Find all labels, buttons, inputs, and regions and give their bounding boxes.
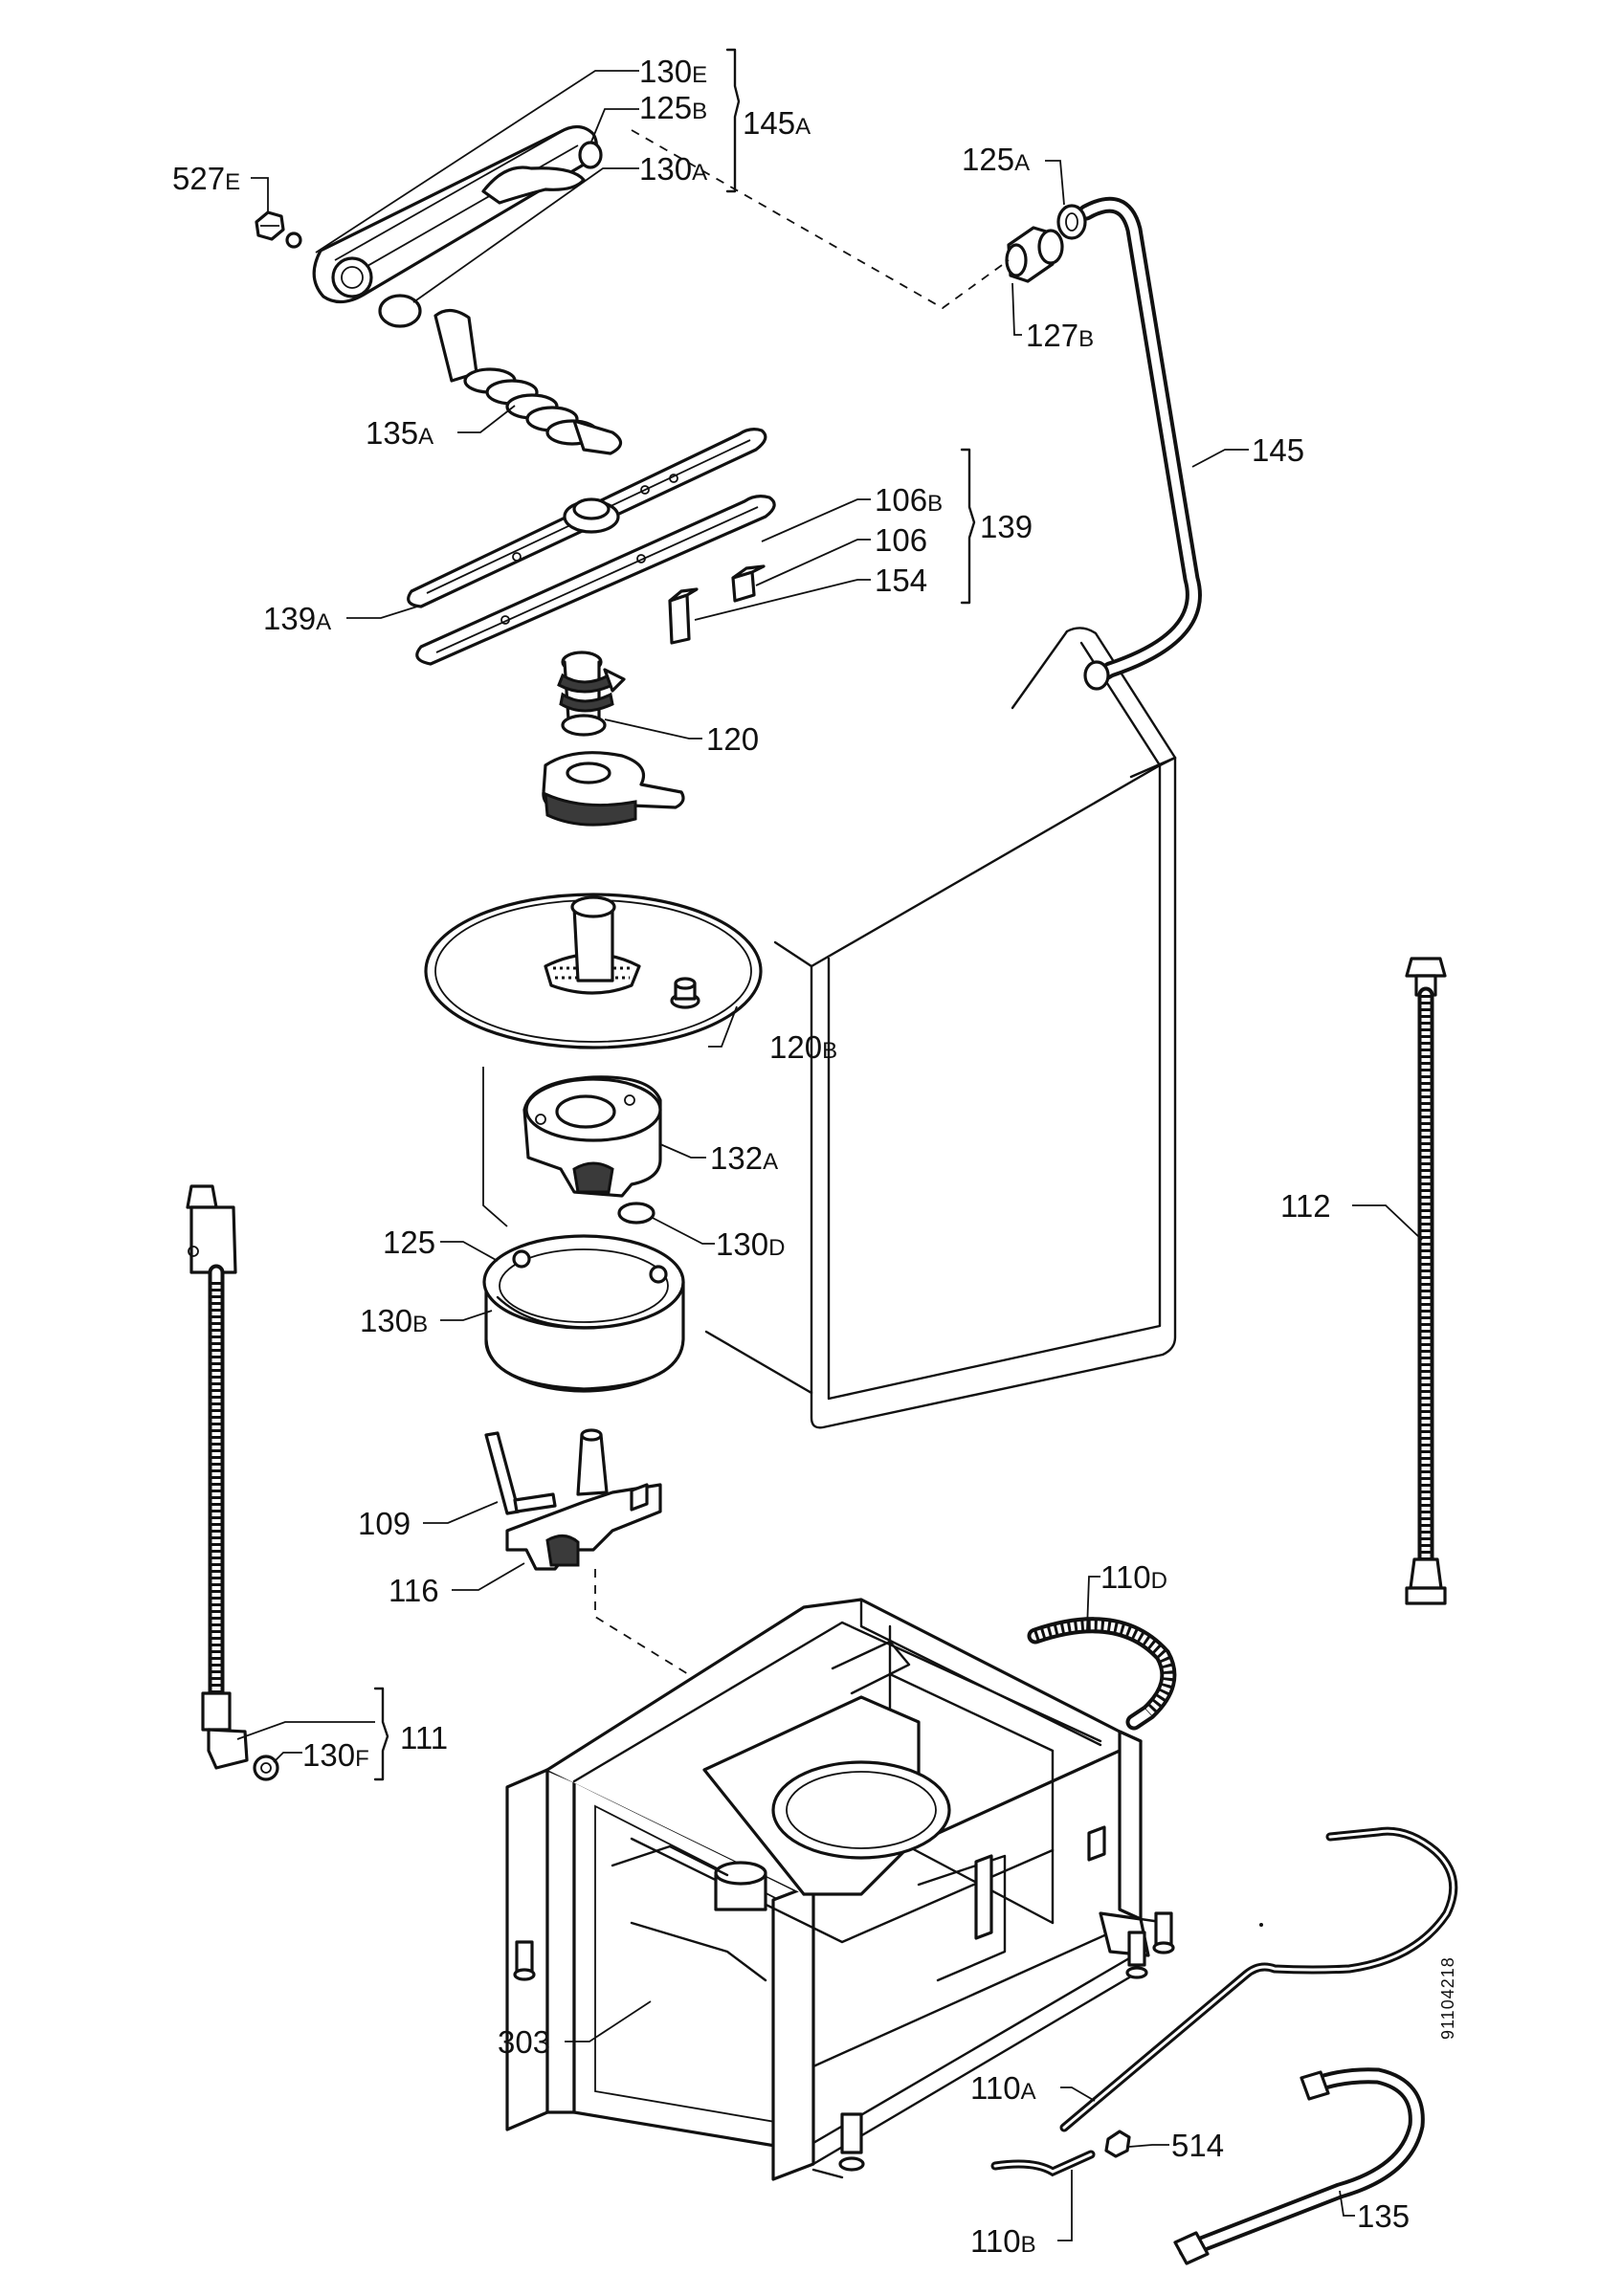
label-303: 303 — [498, 2024, 551, 2060]
label-130E: 130E — [639, 54, 708, 89]
label-127B: 127B — [1026, 318, 1095, 353]
label-125: 125 — [383, 1225, 436, 1260]
bracket-139 — [960, 448, 976, 605]
label-130F: 130F — [302, 1737, 369, 1773]
ring-130D — [617, 1202, 655, 1225]
label-135A: 135A — [366, 415, 434, 451]
nut-527E — [255, 210, 285, 241]
clip-106 — [668, 587, 699, 645]
label-120B: 120B — [769, 1029, 838, 1065]
sump-125 — [482, 1234, 685, 1393]
fitting-127B — [1005, 226, 1064, 283]
leader-lines — [236, 70, 1423, 2241]
ring-125A — [1056, 204, 1087, 240]
hose-110D — [1027, 1617, 1177, 1731]
tube-110B — [990, 2130, 1131, 2177]
brackets — [373, 48, 976, 1781]
lower-spray-arms — [407, 428, 776, 666]
label-514: 514 — [1171, 2128, 1225, 2163]
pipe-145 — [1005, 196, 1202, 691]
label-111: 111 — [400, 1720, 449, 1755]
cabinet-outline — [482, 627, 1177, 1429]
label-132A: 132A — [710, 1140, 779, 1176]
marker-dot — [1259, 1923, 1263, 1927]
supply-hose-112 — [1405, 957, 1447, 1605]
hub-154 — [557, 651, 626, 737]
label-130A: 130A — [639, 151, 708, 187]
upper-spray-arm — [255, 124, 603, 328]
label-130B: 130B — [360, 1303, 429, 1338]
label-110A: 110A — [970, 2070, 1036, 2106]
label-145A: 145A — [743, 105, 811, 141]
inlet-hose-111 — [186, 1184, 279, 1781]
label-145: 145 — [1252, 432, 1305, 468]
bellows-135A — [433, 308, 623, 455]
label-139: 139 — [980, 509, 1033, 544]
label-106B: 106B — [875, 482, 944, 518]
nut-120 — [542, 751, 685, 827]
label-110D: 110D — [1100, 1559, 1167, 1595]
label-120: 120 — [706, 721, 760, 757]
label-125B: 125B — [639, 90, 708, 125]
figure-number: 91104218 — [1438, 1956, 1457, 2040]
bracket-111 — [373, 1687, 389, 1781]
bracket-145A — [725, 48, 741, 193]
label-116: 116 — [389, 1573, 439, 1608]
label-110B: 110B — [970, 2223, 1036, 2259]
hose-135 — [1173, 2067, 1425, 2265]
filter-plate-120B — [424, 893, 763, 1049]
label-135: 135 — [1357, 2198, 1411, 2234]
label-130D: 130D — [716, 1226, 786, 1262]
label-112: 112 — [1280, 1188, 1331, 1224]
valve-116 — [505, 1428, 662, 1571]
sump-cover-132A — [522, 1075, 662, 1198]
label-527E: 527E — [172, 161, 241, 196]
label-139A: 139A — [263, 601, 332, 636]
label-106: 106 — [875, 522, 928, 558]
clip-106B — [731, 564, 766, 603]
base-frame-303 — [505, 1598, 1175, 2181]
label-109: 109 — [358, 1506, 411, 1541]
label-125A: 125A — [962, 142, 1031, 177]
label-154: 154 — [875, 563, 928, 598]
clip-109 — [484, 1431, 557, 1515]
tube-110A — [1059, 1826, 1458, 2132]
